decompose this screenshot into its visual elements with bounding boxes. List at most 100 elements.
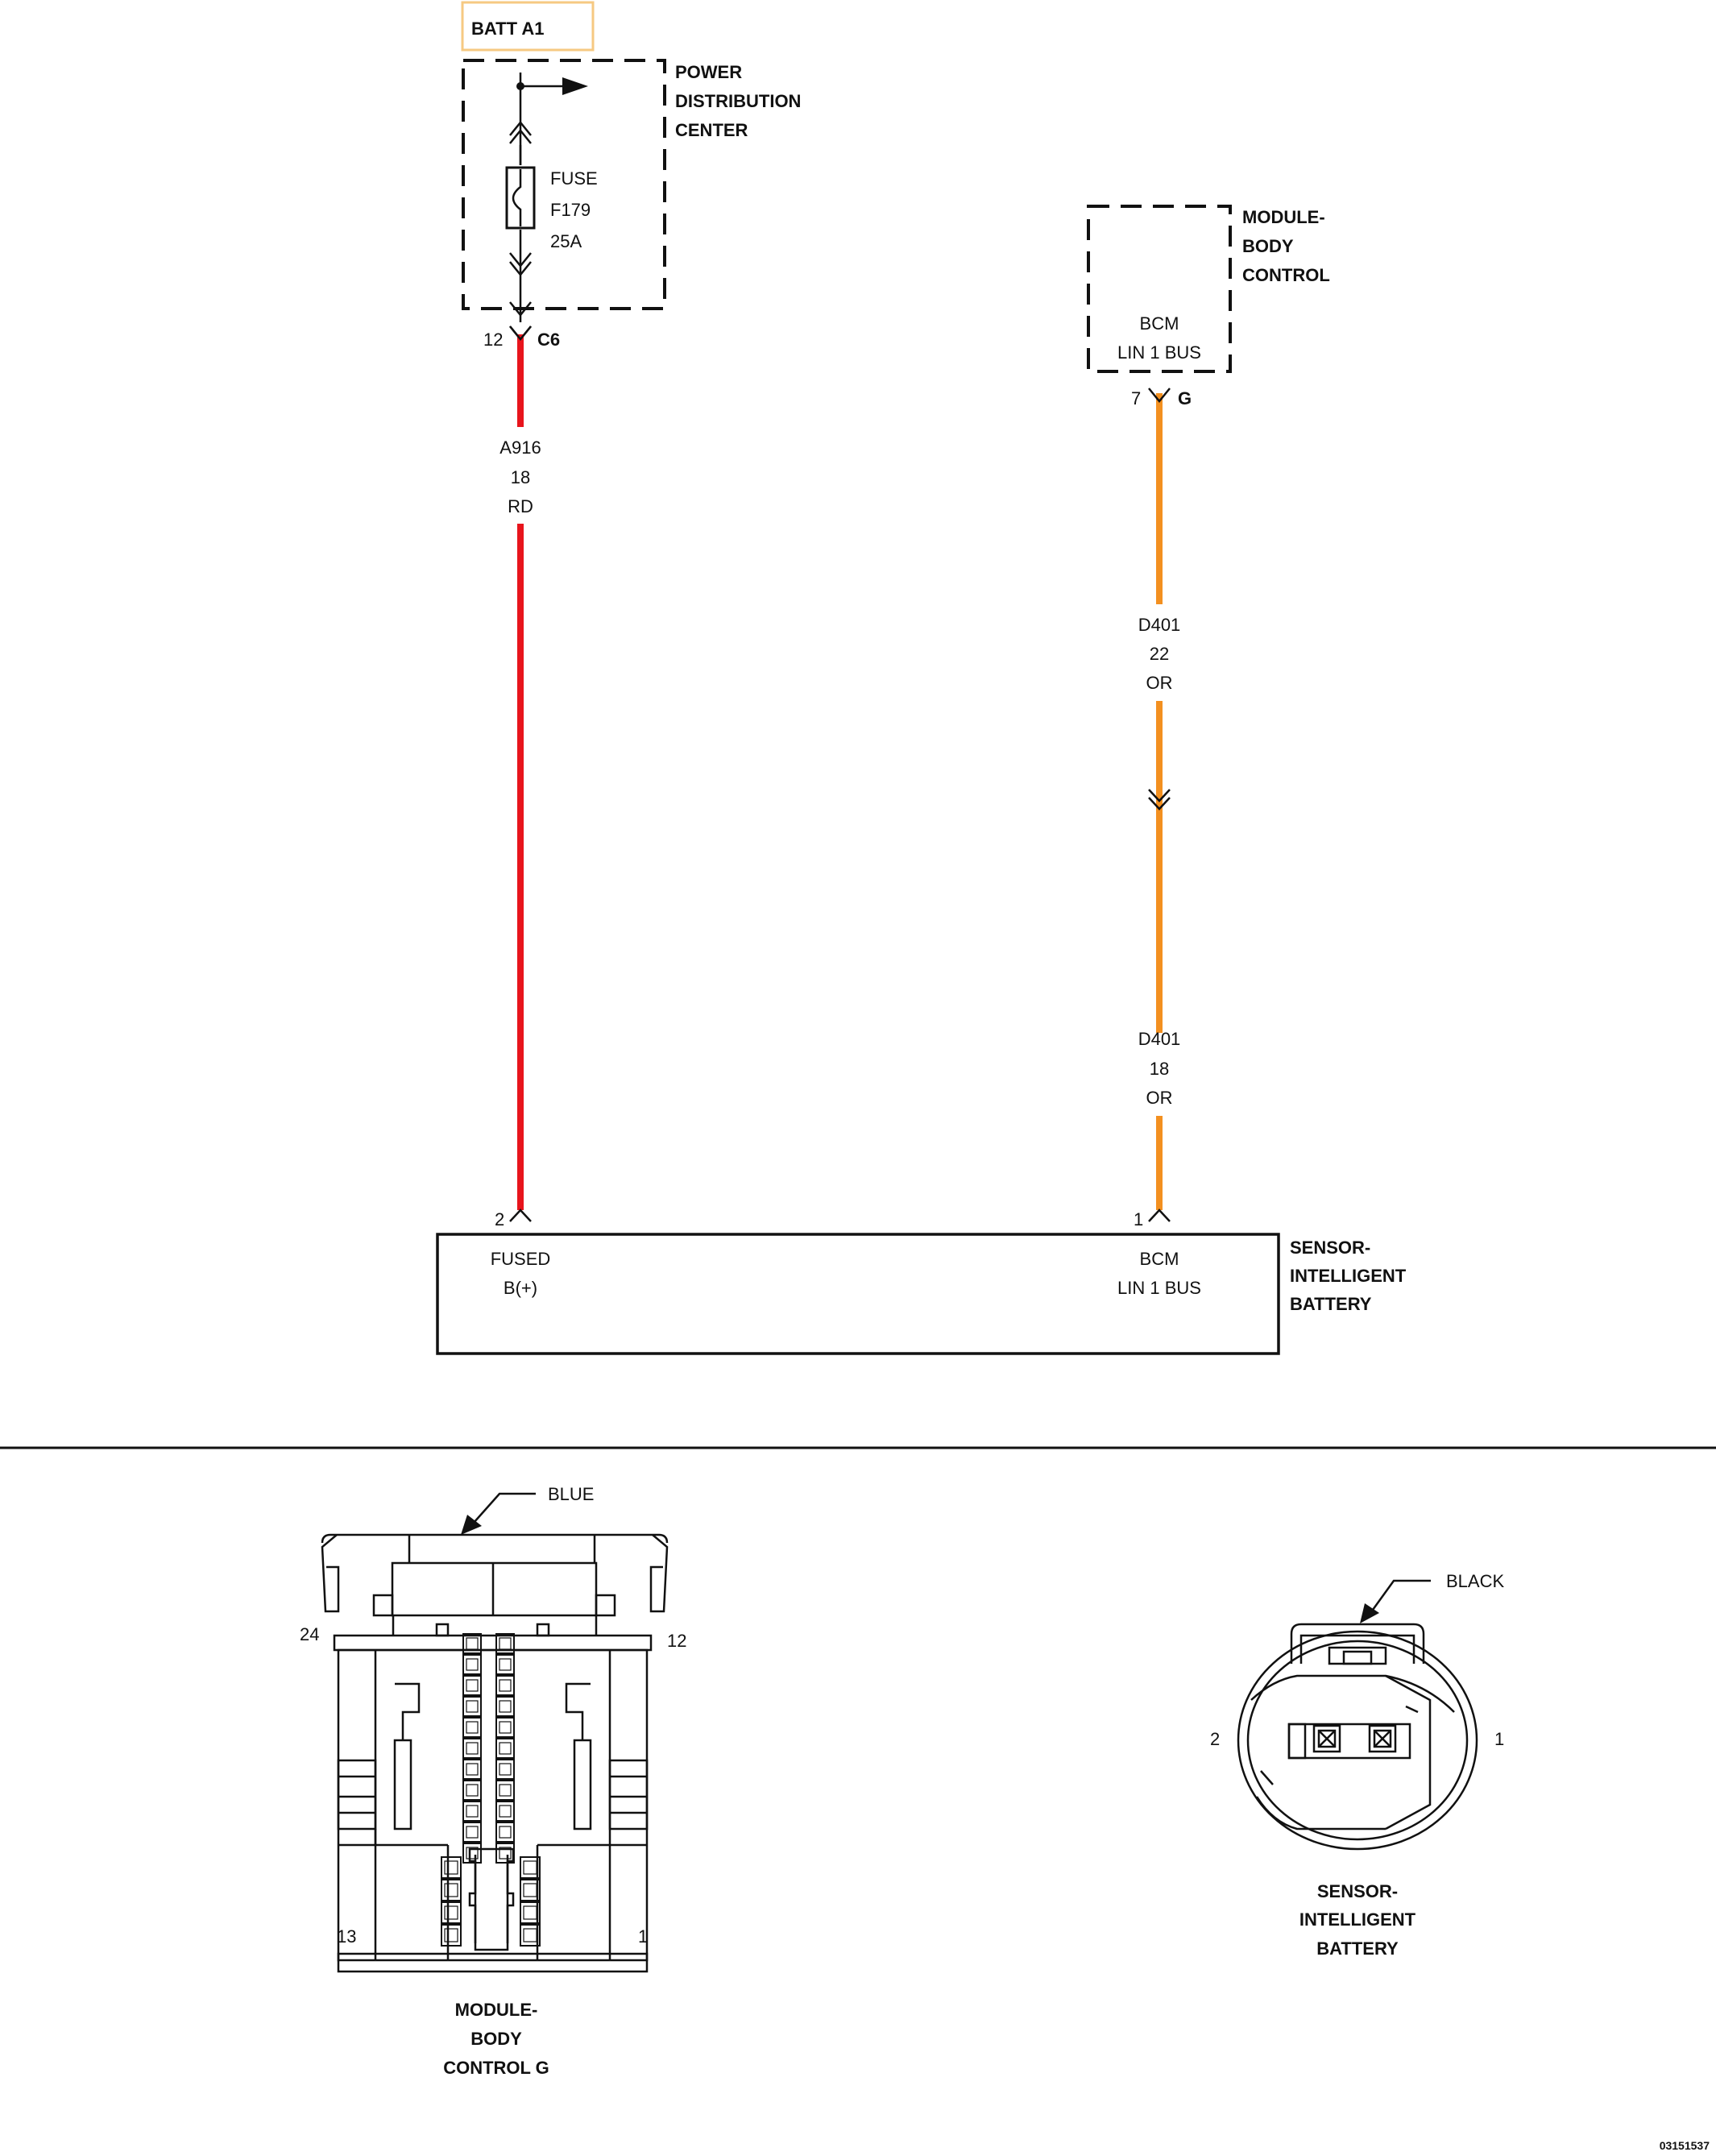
terminal-cavity <box>462 1759 482 1780</box>
terminal-cavity <box>462 1780 482 1801</box>
sensor-caption-line-1: SENSOR- <box>1317 1881 1398 1901</box>
terminal-cavity <box>441 1901 462 1924</box>
sensor-pin2-func-line-2: B(+) <box>504 1278 537 1298</box>
terminal-cavity <box>462 1801 482 1822</box>
terminal-cavity-inner <box>499 1805 512 1818</box>
terminal-cavity-inner <box>466 1679 479 1692</box>
sensor-name-line-1: SENSOR- <box>1290 1238 1370 1258</box>
terminal-cavity-inner <box>499 1658 512 1671</box>
terminal-cavity <box>520 1879 541 1901</box>
bcm-color-label: BLUE <box>548 1484 594 1504</box>
terminal-cavity <box>495 1633 515 1654</box>
terminal-cavity-inner <box>466 1742 479 1755</box>
wire-a916-circuit: A916 <box>499 437 541 458</box>
wire-d401-segment-1 <box>1156 393 1163 604</box>
pdc-name-line-1: POWER <box>675 62 742 82</box>
terminal-cavity <box>520 1856 541 1879</box>
terminal-cavity-inner <box>523 1928 537 1942</box>
terminal-cavity-inner <box>499 1742 512 1755</box>
terminal-cavity <box>495 1780 515 1801</box>
batt-label: BATT A1 <box>471 19 544 39</box>
sensor-pin1-func-line-2: LIN 1 BUS <box>1117 1278 1201 1298</box>
sensor-caption-line-3: BATTERY <box>1316 1938 1399 1959</box>
bcm-inner-line-2: LIN 1 BUS <box>1117 342 1201 363</box>
wire-d401-lower-color: OR <box>1146 1088 1173 1108</box>
wire-a916-gauge: 18 <box>511 467 530 487</box>
sensor-color-leader <box>1371 1579 1431 1611</box>
terminal-cavity <box>495 1717 515 1738</box>
sensor-name-line-2: INTELLIGENT <box>1290 1266 1407 1286</box>
batt-label-box <box>461 1 595 52</box>
pdc-connector-id: C6 <box>537 330 560 350</box>
terminal-cavity-inner <box>499 1847 512 1860</box>
pdc-splice-dot <box>516 82 524 90</box>
bcm-caption-line-2: BODY <box>470 2029 522 2049</box>
terminal-cavity-inner <box>444 1928 458 1942</box>
connector-terminals <box>509 325 1171 1222</box>
wire-d401-segment-2 <box>1156 701 1163 1033</box>
sensor-caption-line-2: INTELLIGENT <box>1299 1909 1416 1930</box>
sensor-box <box>436 1233 1280 1355</box>
terminal-cavity <box>520 1901 541 1924</box>
bcm-color-leader <box>473 1492 536 1524</box>
sensor-color-label: BLACK <box>1446 1571 1504 1591</box>
terminal-cavity <box>495 1801 515 1822</box>
sensor-face-pin-1: 1 <box>1494 1729 1504 1749</box>
terminal-cavity-inner <box>499 1637 512 1650</box>
terminal-cavity-inner <box>499 1721 512 1734</box>
wire-d401-upper-gauge: 22 <box>1150 644 1169 664</box>
wire-a916-lower <box>517 524 524 1210</box>
terminal-cavity <box>462 1654 482 1675</box>
sensor-connector-face-icon <box>1237 1623 1478 1851</box>
pdc-dashed-box <box>462 59 666 310</box>
pdc-name-line-3: CENTER <box>675 120 748 140</box>
sensor-pin2-func-line-1: FUSED <box>491 1249 551 1269</box>
terminal-cavity <box>462 1738 482 1759</box>
terminal-cavity <box>520 1924 541 1947</box>
bcm-connector-id: G <box>1178 388 1192 408</box>
terminal-cavity-inner <box>466 1805 479 1818</box>
terminal-cavity <box>462 1717 482 1738</box>
pdc-connector-pin: 12 <box>483 330 503 350</box>
terminal-cavity-inner <box>466 1637 479 1650</box>
wire-d401-segment-3 <box>1156 1116 1163 1210</box>
terminal-cavity <box>441 1879 462 1901</box>
terminal-cavity <box>495 1843 515 1864</box>
terminal-cavity-inner <box>444 1860 458 1875</box>
terminal-cavity-inner <box>523 1905 537 1920</box>
terminal-cavity-inner <box>466 1847 479 1860</box>
terminal-cavity-inner <box>466 1721 479 1734</box>
pdc-name-line-2: DISTRIBUTION <box>675 91 801 111</box>
terminal-cavity-inner <box>444 1905 458 1920</box>
fuse-icon <box>505 166 536 230</box>
terminal-cavity <box>462 1822 482 1843</box>
fuse-number: F179 <box>550 200 591 220</box>
terminal-cavity <box>462 1633 482 1654</box>
terminal-cavity <box>462 1696 482 1717</box>
terminal-cavity-inner <box>466 1658 479 1671</box>
bcm-inner-line-1: BCM <box>1140 313 1179 334</box>
bcm-caption-line-3: CONTROL G <box>443 2058 549 2078</box>
terminal-cavity-inner <box>499 1784 512 1797</box>
wire-d401-lower-circuit: D401 <box>1138 1029 1181 1049</box>
bcm-connector-cavities <box>441 1633 541 1947</box>
bcm-name-line-3: CONTROL <box>1242 265 1330 285</box>
terminal-cavity-inner <box>466 1784 479 1797</box>
bcm-pin-24: 24 <box>300 1624 319 1644</box>
terminal-cavity <box>495 1696 515 1717</box>
terminal-cavity <box>441 1856 462 1879</box>
terminal-cavity <box>495 1822 515 1843</box>
sensor-pin2-number: 2 <box>495 1209 504 1229</box>
sensor-pin1-number: 1 <box>1134 1209 1143 1229</box>
bcm-pin-1: 1 <box>638 1926 648 1947</box>
terminal-cavity <box>462 1675 482 1696</box>
terminal-cavity <box>495 1675 515 1696</box>
bcm-name-line-1: MODULE- <box>1242 207 1325 227</box>
terminal-cavity-inner <box>523 1883 537 1897</box>
sensor-name-line-3: BATTERY <box>1290 1294 1372 1314</box>
sensor-color-arrow-icon <box>1360 1603 1379 1623</box>
terminal-cavity-inner <box>523 1860 537 1875</box>
terminal-cavity <box>495 1738 515 1759</box>
wire-a916-upper <box>517 334 524 427</box>
